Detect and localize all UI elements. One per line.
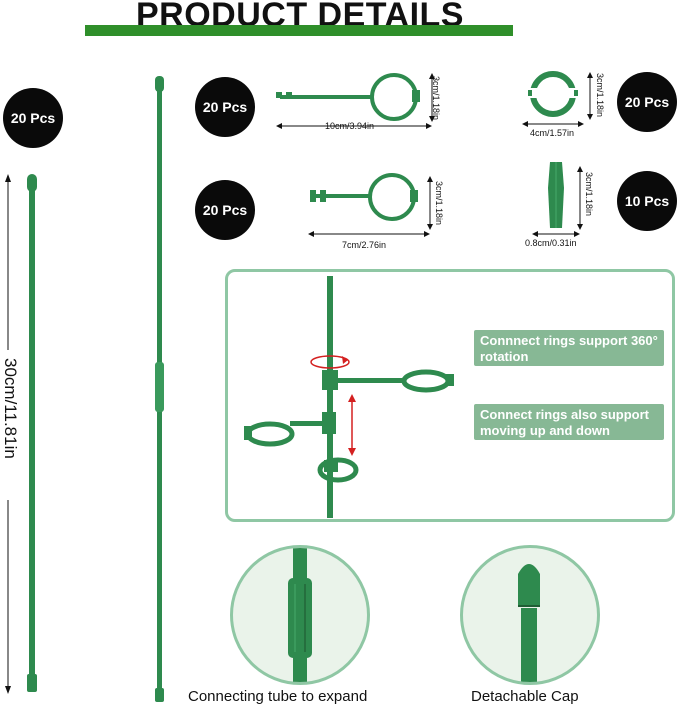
stake-length-label: 30cm/11.81in [1, 358, 20, 459]
feature-panel [225, 269, 675, 522]
long-ring-height-label: 3cm/1.18in [431, 76, 441, 121]
moving-callout: Connect rings also support moving up and… [474, 404, 664, 440]
cap-caption: Detachable Cap [471, 688, 579, 705]
stake-illustration [5, 174, 37, 694]
tube-closeup-illustration [288, 548, 312, 682]
tube-quantity-badge: 10 Pcs [617, 171, 677, 231]
rotation-callout: Connnect rings support 360° rotation [474, 330, 664, 366]
long-ring-quantity-badge: 20 Pcs [195, 77, 255, 137]
cap-closeup-illustration [518, 564, 540, 682]
stake-quantity-badge: 20 Pcs [3, 88, 63, 148]
short-ring-width-label: 7cm/2.76in [342, 240, 387, 250]
title-underline-bar [85, 25, 513, 36]
small-ring-illustration [522, 71, 593, 127]
long-arm-ring-illustration [276, 73, 435, 129]
ring-assembly-illustration [244, 276, 454, 518]
small-ring-quantity-badge: 20 Pcs [617, 72, 677, 132]
tube-height-label: 3cm/1.18in [584, 172, 594, 217]
cap-closeup-circle [460, 545, 600, 685]
tube-width-label: 0.8cm/0.31in [525, 238, 577, 248]
extended-stake-illustration [155, 76, 164, 702]
long-ring-width-label: 10cm/3.94in [325, 121, 375, 131]
tube-closeup-circle [230, 545, 370, 685]
short-ring-height-label: 3cm/1.18in [434, 181, 444, 226]
short-ring-quantity-badge: 20 Pcs [195, 180, 255, 240]
small-ring-height-label: 3cm/1.18in [595, 73, 605, 118]
tube-caption: Connecting tube to expand [188, 688, 368, 705]
small-ring-width-label: 4cm/1.57in [530, 128, 575, 138]
connecting-tube-illustration [532, 162, 583, 237]
short-arm-ring-illustration [308, 173, 433, 237]
